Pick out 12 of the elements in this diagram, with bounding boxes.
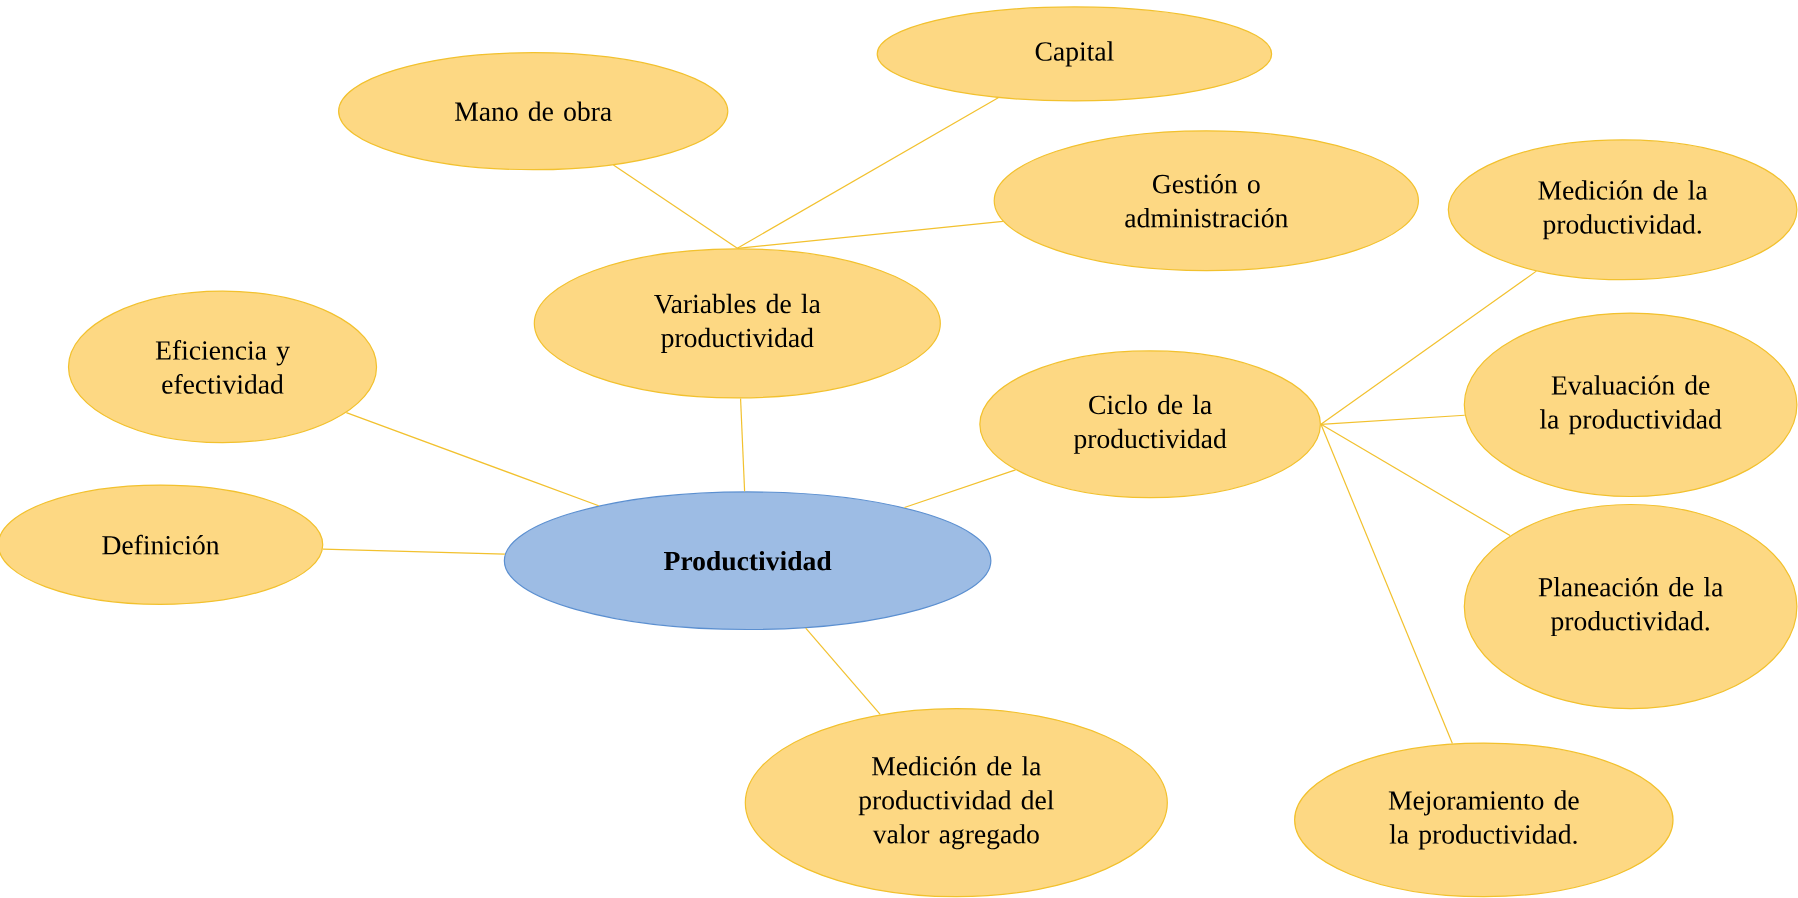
connector-line (345, 412, 600, 507)
connector-line (736, 97, 999, 249)
connector-line (612, 164, 738, 249)
connector-line (322, 548, 506, 555)
connector-line (1320, 270, 1537, 425)
connector-line (1320, 423, 1511, 537)
connector-line (1320, 414, 1466, 425)
connector-line (805, 627, 881, 716)
connector-line (739, 397, 746, 492)
connector-line (903, 469, 1017, 509)
connector-line (1320, 423, 1453, 745)
connector-line (736, 220, 1004, 249)
